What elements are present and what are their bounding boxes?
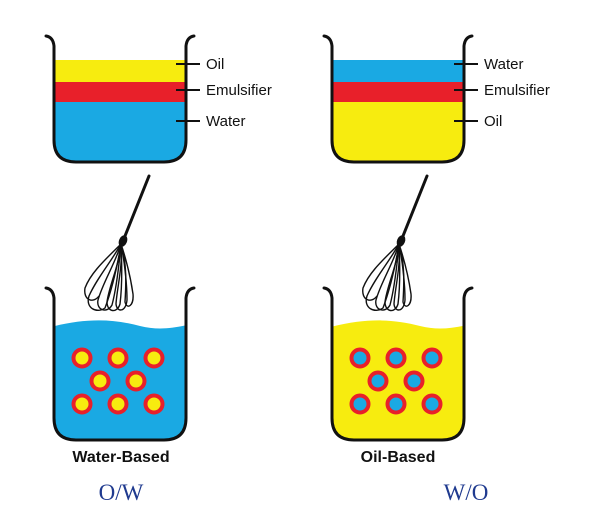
caption-oil-based: Oil-Based [361,449,436,466]
whisk-icon [84,174,151,312]
water-layer [54,102,186,162]
layer-label-water: Water [484,56,523,73]
droplet-icon [89,370,111,392]
droplet-icon [107,347,129,369]
layer-label-oil: Oil [206,56,224,73]
right-top-beaker: Water Emulsifier Oil [322,34,550,164]
left-bottom-beaker: Water-Based [44,286,196,466]
droplet-icon [143,393,165,415]
droplet-icon [349,347,371,369]
caption-water-based: Water-Based [72,449,169,466]
oil-layer [332,102,464,162]
droplet-icon [403,370,425,392]
water-layer [54,320,186,440]
droplet-icon [421,393,443,415]
layer-label-oil: Oil [484,113,502,130]
beaker-icon [322,286,474,442]
droplet-icon [125,370,147,392]
emulsion-type-ow: O/W [99,480,144,505]
droplet-icon [349,393,371,415]
right-bottom-beaker: Oil-Based [322,286,474,466]
layer-label-water: Water [206,113,245,130]
emulsion-type-wo: W/O [444,480,489,505]
water-layer [332,60,464,82]
droplet-icon [421,347,443,369]
oil-layer [54,60,186,82]
oil-layer [332,320,464,440]
layer-label-emulsifier: Emulsifier [484,82,550,99]
beaker-icon [44,34,196,164]
droplet-icon [71,393,93,415]
emulsifier-layer [54,82,186,102]
beaker-icon [322,34,474,164]
droplet-icon [385,393,407,415]
droplet-icon [71,347,93,369]
droplet-icon [107,393,129,415]
droplet-icon [143,347,165,369]
droplet-icon [385,347,407,369]
beaker-icon [44,286,196,442]
emulsifier-layer [332,82,464,102]
left-top-beaker: Oil Emulsifier Water [44,34,272,164]
layer-label-emulsifier: Emulsifier [206,82,272,99]
droplet-icon [367,370,389,392]
whisk-icon [362,174,429,312]
